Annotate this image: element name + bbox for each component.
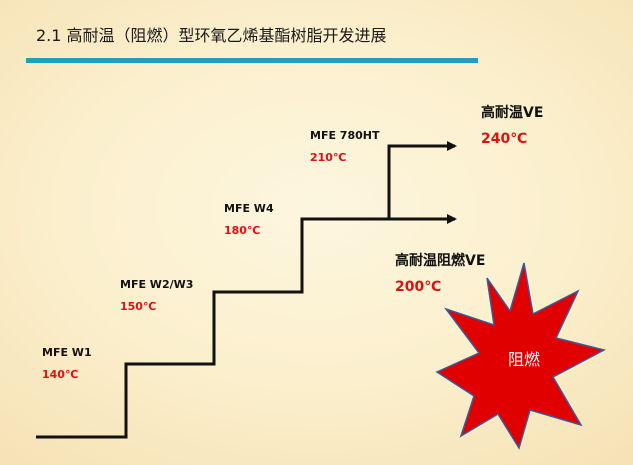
title-underline <box>26 58 478 63</box>
flame-retardant-burst-shape <box>435 262 607 450</box>
lower-branch-temp: 200℃ <box>395 279 442 295</box>
step-3-name: MFE W4 <box>224 202 274 215</box>
upper-branch-name: 高耐温VE <box>481 105 544 121</box>
step-1-temp: 140℃ <box>42 368 79 381</box>
upper-branch-temp: 240℃ <box>481 131 528 147</box>
step-2-temp: 150℃ <box>120 300 157 313</box>
staircase-line <box>36 217 389 439</box>
step-3-temp: 180℃ <box>224 224 261 237</box>
upper-branch-arrow <box>387 141 457 219</box>
step-4-name: MFE 780HT <box>310 129 380 142</box>
step-4-temp: 210℃ <box>310 151 347 164</box>
page-title: 2.1 高耐温（阻燃）型环氧乙烯基酯树脂开发进展 <box>36 26 387 45</box>
flame-retardant-badge-label: 阻燃 <box>507 350 540 369</box>
step-2-name: MFE W2/W3 <box>120 278 194 291</box>
lower-branch-name: 高耐温阻燃VE <box>395 253 486 269</box>
step-1-name: MFE W1 <box>42 346 92 359</box>
